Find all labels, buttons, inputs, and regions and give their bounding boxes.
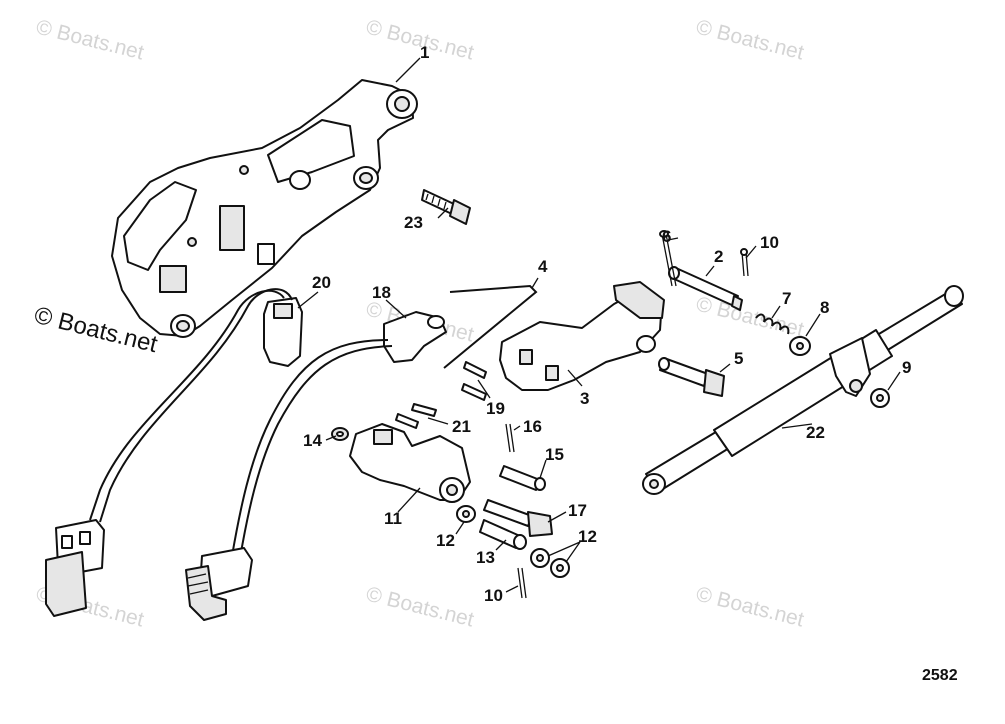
watermark: © Boats.net [694, 583, 806, 632]
callout-12-right: 12 [578, 527, 597, 546]
part-1-bracket [111, 79, 418, 338]
part-6-cotter-pin [659, 230, 677, 287]
callout-8: 8 [820, 298, 829, 317]
callout-7: 7 [782, 289, 791, 308]
callout-14: 14 [303, 431, 322, 450]
callout-19: 19 [486, 399, 505, 418]
part-13-spacer [479, 519, 527, 550]
part-23-bolt [421, 189, 471, 225]
part-10-cotter-pin-lower [517, 567, 527, 599]
callout-23: 23 [404, 213, 423, 232]
callout-15: 15 [545, 445, 564, 464]
part-9-washer [870, 388, 890, 408]
callout-10-lower: 10 [484, 586, 503, 605]
part-4-rod [443, 284, 538, 369]
callout-16: 16 [523, 417, 542, 436]
callout-6: 6 [662, 227, 671, 246]
part-5-bolt [658, 357, 725, 397]
part-12-washers [456, 505, 570, 578]
callout-1: 1 [420, 43, 429, 62]
part-14-nut [331, 427, 349, 441]
part-18-sensor-harness [185, 311, 447, 621]
leader-lines [297, 57, 901, 593]
callout-10-upper: 10 [760, 233, 779, 252]
callout-11: 11 [384, 509, 402, 528]
callout-3: 3 [580, 389, 589, 408]
watermark: © Boats.net [34, 16, 146, 65]
part-17-bolt [483, 499, 553, 537]
callout-13: 13 [476, 548, 495, 567]
part-10-cotter-pin-upper [740, 248, 749, 277]
callout-17: 17 [568, 501, 587, 520]
part-3-lever [499, 281, 665, 391]
callout-20: 20 [312, 273, 331, 292]
watermark: © Boats.net [694, 16, 806, 65]
figure-number: 2582 [922, 667, 958, 684]
part-15-pin [499, 465, 546, 491]
callouts: 1 2 3 4 5 6 7 8 9 10 10 11 12 12 13 14 1… [303, 43, 911, 605]
part-16-cotter-pin [505, 423, 515, 453]
part-11-lever [349, 423, 471, 503]
callout-2: 2 [714, 247, 723, 266]
part-20-sensor-harness [45, 288, 303, 617]
callout-18: 18 [372, 283, 391, 302]
part-21-screws [395, 403, 437, 429]
callout-21: 21 [452, 417, 471, 436]
callout-12-left: 12 [436, 531, 455, 550]
part-8-washer [789, 336, 811, 356]
callout-22: 22 [806, 423, 825, 442]
callout-4: 4 [538, 257, 548, 276]
callout-9: 9 [902, 358, 911, 377]
part-22-actuator [642, 285, 964, 495]
part-7-spring [755, 313, 790, 335]
callout-5: 5 [734, 349, 743, 368]
part-19-screws [461, 361, 487, 401]
watermark: © Boats.net [364, 583, 476, 632]
